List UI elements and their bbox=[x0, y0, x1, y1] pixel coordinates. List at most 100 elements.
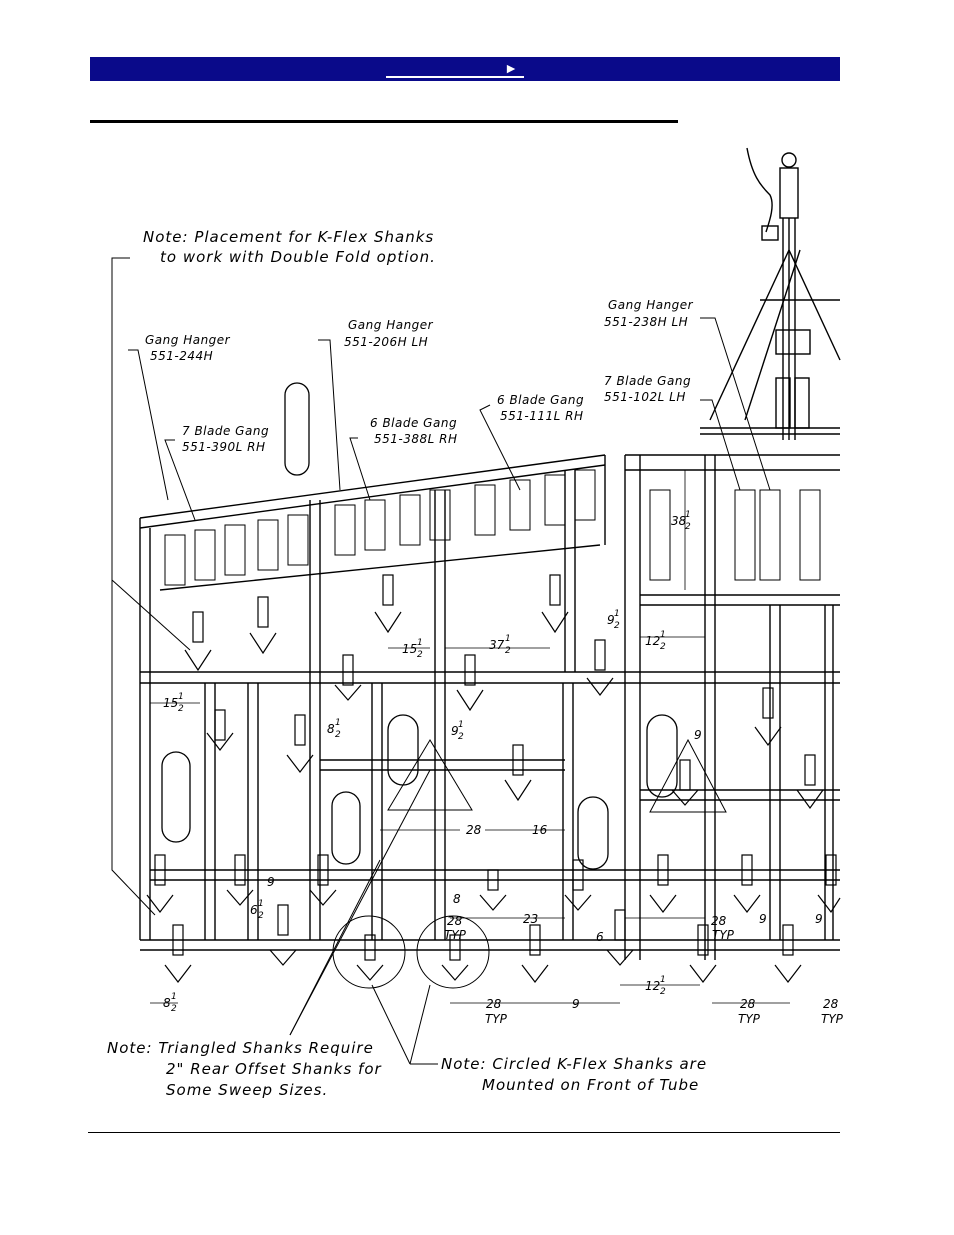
shank bbox=[817, 854, 841, 914]
svg-text:1: 1 bbox=[258, 899, 264, 909]
shank bbox=[774, 924, 802, 983]
title-rule bbox=[90, 120, 678, 123]
shank bbox=[164, 924, 192, 983]
shank bbox=[689, 924, 717, 983]
shank bbox=[586, 639, 614, 696]
shank bbox=[441, 934, 469, 981]
shank bbox=[649, 854, 677, 913]
shank bbox=[479, 869, 507, 911]
dim-28-typ-b-label: TYP bbox=[712, 928, 735, 942]
disc-gangs bbox=[164, 469, 821, 586]
svg-text:15: 15 bbox=[163, 696, 178, 710]
svg-text:1: 1 bbox=[660, 975, 666, 985]
dim-28-typ-c-label: TYP bbox=[485, 1012, 508, 1026]
callout-gang-hanger-238-title: Gang Hanger bbox=[608, 298, 694, 312]
disc-gang-7-lh bbox=[649, 489, 821, 581]
wheel-center-right bbox=[577, 796, 609, 870]
note-triangled-line2: 2" Rear Offset Shanks for bbox=[166, 1060, 382, 1078]
svg-text:2: 2 bbox=[258, 911, 264, 921]
note-triangled-line1: Note: Triangled Shanks Require bbox=[107, 1039, 374, 1057]
svg-text:1: 1 bbox=[458, 720, 464, 730]
dim-9-left: 9 bbox=[267, 875, 275, 889]
dim-28-typ-c-value: 28 bbox=[486, 997, 502, 1011]
dim-28-typ-d-value: 28 bbox=[740, 997, 756, 1011]
svg-text:9: 9 bbox=[451, 724, 459, 738]
dim-28-typ-a-label: TYP bbox=[444, 928, 467, 942]
dim-9-half-a: 9 1 2 bbox=[607, 609, 620, 631]
callout-gang-hanger-238-part: 551-238H LH bbox=[604, 315, 688, 329]
shank bbox=[249, 596, 277, 655]
shank bbox=[456, 654, 484, 712]
note-circled-line2: Mounted on Front of Tube bbox=[482, 1076, 699, 1094]
dim-9-half-b: 9 1 2 bbox=[451, 720, 464, 742]
note-circled-line1: Note: Circled K-Flex Shanks are bbox=[441, 1055, 707, 1073]
svg-text:37: 37 bbox=[489, 638, 505, 652]
svg-text:1: 1 bbox=[178, 692, 184, 702]
dimension-lines bbox=[150, 470, 790, 1004]
disc-gang-7-rh bbox=[164, 514, 309, 586]
shank bbox=[521, 924, 549, 983]
dim-16: 16 bbox=[532, 823, 548, 837]
shank bbox=[184, 611, 212, 672]
shank bbox=[269, 904, 297, 966]
wheels bbox=[161, 382, 678, 870]
note-triangled-line3: Some Sweep Sizes. bbox=[166, 1081, 328, 1099]
svg-text:1: 1 bbox=[685, 510, 691, 520]
svg-text:1: 1 bbox=[505, 634, 511, 644]
shank bbox=[286, 714, 314, 773]
dim-28-typ-d-label: TYP bbox=[738, 1012, 761, 1026]
wheel-center-left bbox=[331, 791, 361, 865]
disc-gang-6-388 bbox=[334, 489, 451, 556]
dim-15-half-b: 15 1 2 bbox=[163, 692, 184, 714]
shank bbox=[671, 759, 699, 806]
dim-8-half-a: 8 1 2 bbox=[327, 718, 341, 740]
dim-9-right-1: 9 bbox=[759, 912, 767, 926]
shank bbox=[334, 654, 362, 701]
callout-gang-hanger-206-part: 551-206H LH bbox=[344, 335, 428, 349]
callout-gang-hanger-244-part: 551-244H bbox=[150, 349, 213, 363]
dim-9-mid: 9 bbox=[694, 728, 702, 742]
svg-text:2: 2 bbox=[178, 704, 184, 714]
shank bbox=[206, 709, 234, 751]
dim-8-mid: 8 bbox=[453, 892, 461, 906]
note-kflex-placement-line2: to work with Double Fold option. bbox=[160, 248, 436, 266]
dim-9-right-2: 9 bbox=[815, 912, 823, 926]
dim-28-typ-e-label: TYP bbox=[821, 1012, 844, 1026]
triangled-shanks bbox=[387, 738, 727, 813]
leader-lines bbox=[111, 257, 771, 1065]
svg-text:8: 8 bbox=[163, 996, 171, 1010]
svg-text:2: 2 bbox=[417, 650, 423, 660]
svg-text:1: 1 bbox=[614, 609, 620, 619]
svg-text:38: 38 bbox=[671, 514, 687, 528]
svg-text:2: 2 bbox=[171, 1004, 177, 1014]
dim-28-a: 28 bbox=[466, 823, 482, 837]
svg-text:12: 12 bbox=[645, 979, 660, 993]
callout-6-blade-gang-111-title: 6 Blade Gang bbox=[497, 393, 584, 407]
callout-7-blade-gang-390-title: 7 Blade Gang bbox=[182, 424, 269, 438]
svg-text:2: 2 bbox=[458, 732, 464, 742]
dim-15-half: 15 1 2 bbox=[402, 638, 423, 660]
dim-8-half-b: 8 1 2 bbox=[163, 992, 177, 1014]
dim-37-half: 37 1 2 bbox=[489, 634, 511, 656]
next-page-link[interactable]: ► bbox=[386, 60, 524, 78]
svg-text:15: 15 bbox=[402, 642, 417, 656]
svg-text:2: 2 bbox=[660, 987, 666, 997]
hitch-tongue bbox=[700, 147, 841, 440]
dim-28-typ-a-value: 28 bbox=[447, 914, 463, 928]
shank bbox=[146, 854, 174, 913]
shank bbox=[754, 687, 782, 747]
callout-6-blade-gang-388-title: 6 Blade Gang bbox=[370, 416, 457, 430]
wheel-right bbox=[646, 714, 678, 798]
svg-text:2: 2 bbox=[685, 522, 691, 532]
callout-6-blade-gang-388-part: 551-388L RH bbox=[374, 432, 458, 446]
note-kflex-placement-line1: Note: Placement for K-Flex Shanks bbox=[143, 228, 434, 246]
footer-rule bbox=[88, 1132, 840, 1133]
wheel-top-left bbox=[284, 382, 310, 476]
circled-shanks bbox=[332, 915, 490, 989]
shank bbox=[356, 934, 384, 981]
shank bbox=[374, 574, 402, 634]
shank bbox=[226, 854, 254, 906]
shank bbox=[733, 854, 761, 913]
dim-28-typ-b-value: 28 bbox=[711, 914, 727, 928]
